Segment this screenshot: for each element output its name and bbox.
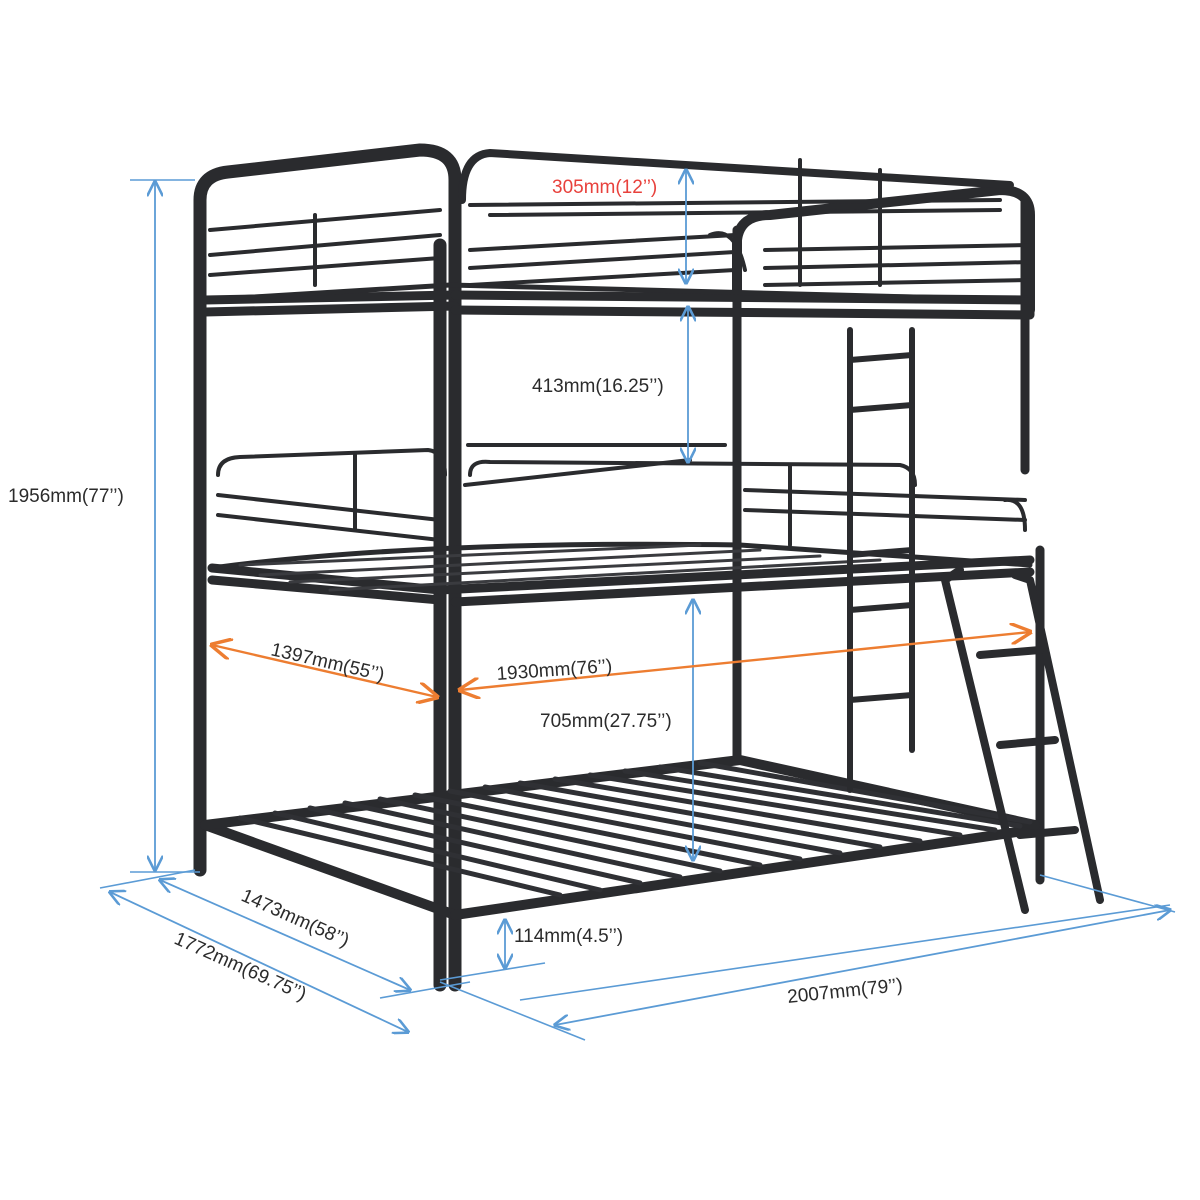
label-top-clearance: 413mm(16.25’’)	[532, 376, 664, 397]
angled-ladder	[941, 566, 1104, 914]
top-bunk	[200, 282, 1035, 320]
label-bottom-clearance: 705mm(27.75’’)	[540, 711, 672, 732]
top-back-rail	[458, 149, 1014, 204]
dimension-lines	[99, 170, 1176, 1041]
mattress-length-arrow	[460, 632, 1030, 690]
middle-slats	[238, 543, 882, 592]
label-guardrail-height: 305mm(12’’)	[552, 177, 657, 198]
label-overall-width: 1772mm(69.75’’)	[171, 928, 309, 1005]
label-floor-clearance: 114mm(4.5’’)	[514, 926, 623, 947]
bottom-slats	[237, 760, 1033, 898]
mattress-width-arrow	[212, 645, 437, 697]
front-left-post	[193, 143, 462, 992]
bed-frame	[193, 143, 1104, 992]
overall-width-arrow	[110, 892, 408, 1032]
label-inner-width: 1473mm(58’’)	[238, 885, 352, 951]
label-mattress-length: 1930mm(76’’)	[496, 656, 613, 685]
overall-length-arrow	[555, 910, 1170, 1025]
label-mattress-width: 1397mm(55’’)	[269, 639, 387, 686]
middle-guardrails	[216, 443, 1027, 547]
label-overall-height: 1956mm(77’’)	[8, 486, 124, 507]
label-overall-length: 2007mm(79’’)	[786, 975, 903, 1008]
